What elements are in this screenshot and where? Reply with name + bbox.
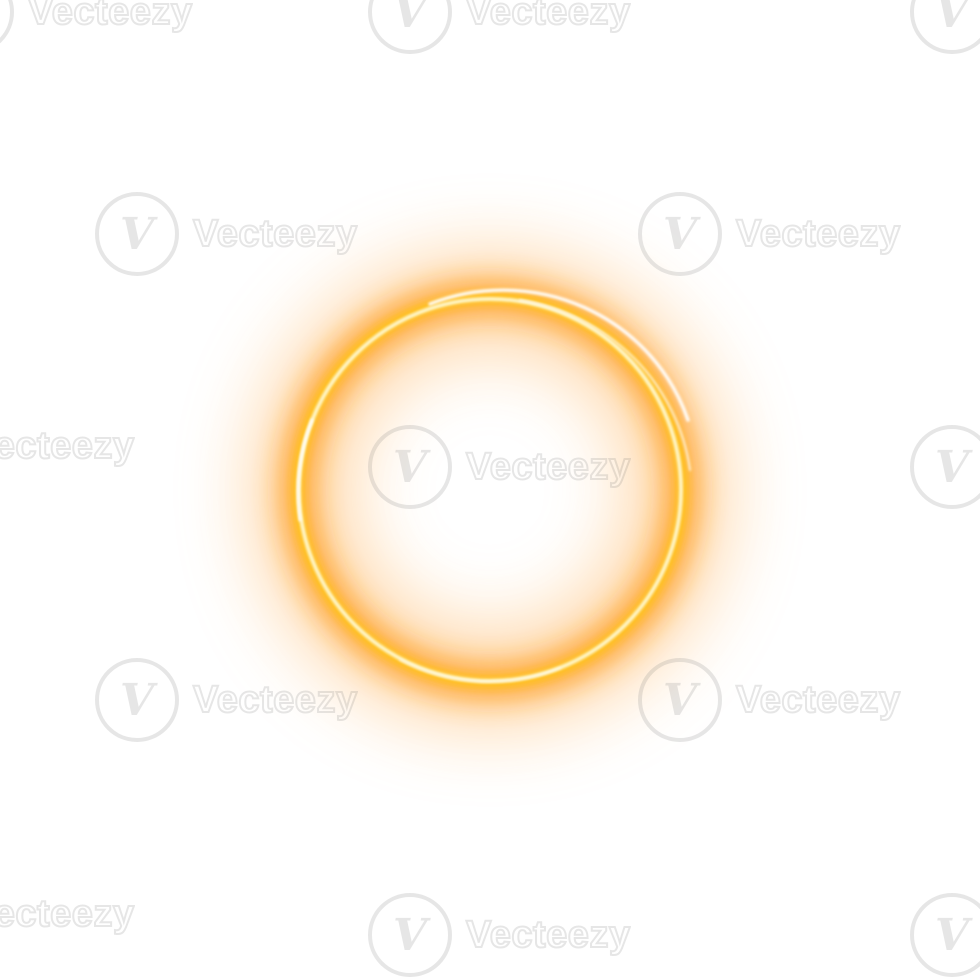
- ring-bright-line: [297, 297, 683, 683]
- light-streak-left: [296, 418, 314, 522]
- light-streak-bottom: [399, 659, 561, 683]
- light-streak-outer-arc: [519, 299, 691, 471]
- light-streak-top-right: [428, 288, 690, 422]
